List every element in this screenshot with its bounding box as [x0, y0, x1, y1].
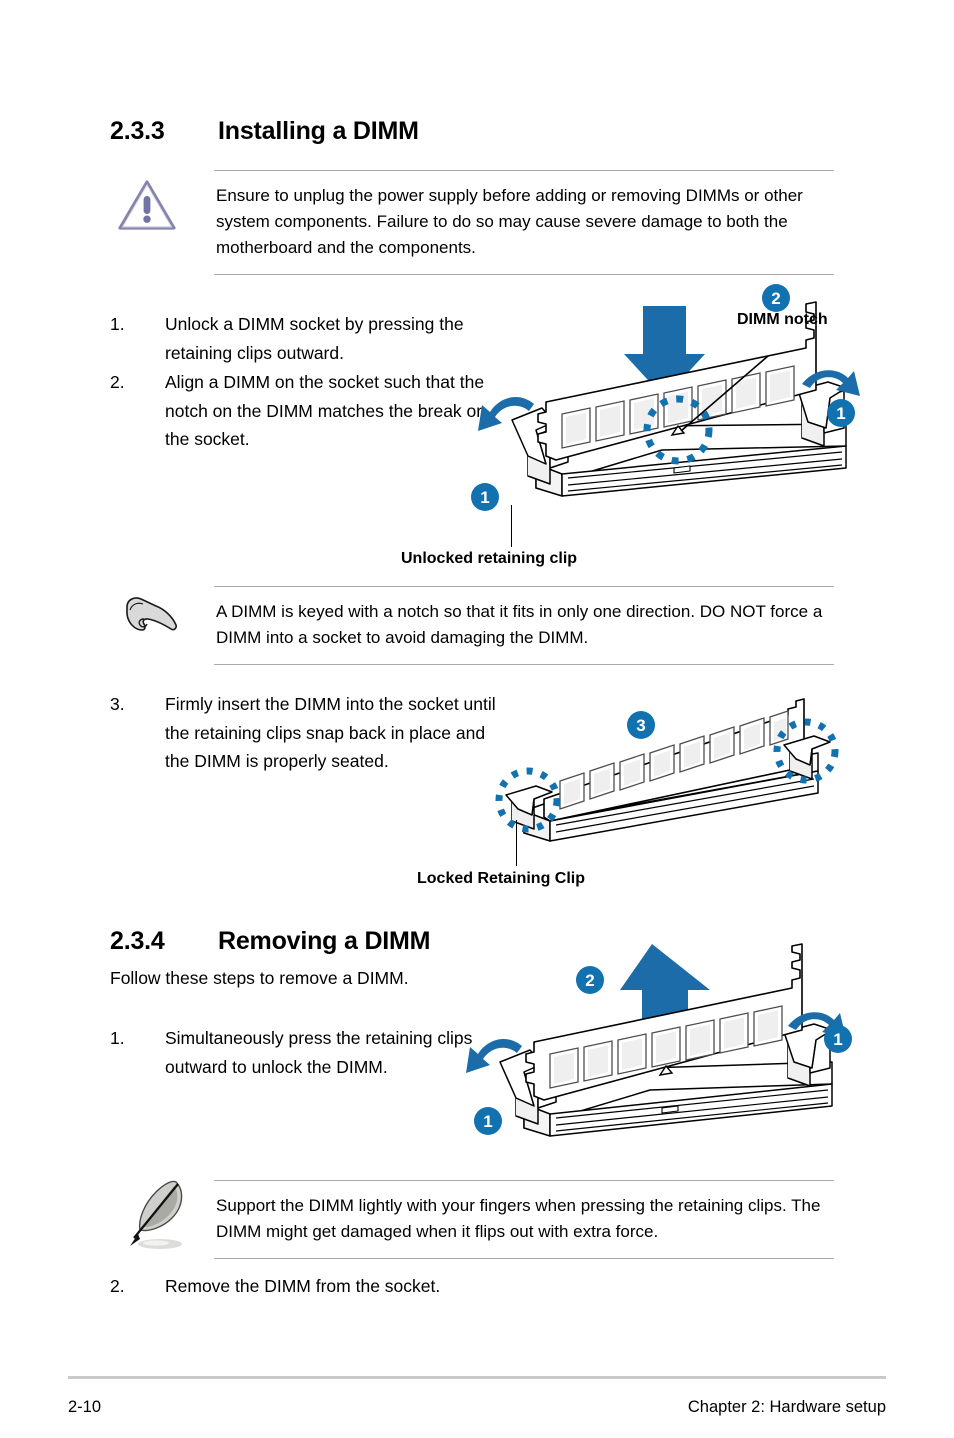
dimm-notch-label: DIMM notch	[737, 311, 828, 328]
keyed-note-text: A DIMM is keyed with a notch so that it …	[216, 602, 823, 647]
remove-step-2: 2. Remove the DIMM from the socket.	[110, 1272, 610, 1301]
step-text: Align a DIMM on the socket such that the…	[165, 372, 486, 449]
left-clip-highlight-circle	[495, 767, 561, 833]
step-text: Remove the DIMM from the socket.	[165, 1276, 441, 1296]
footer-page-number: 2-10	[68, 1398, 102, 1416]
figure-dimm-locked	[488, 695, 848, 870]
note-rule-bottom	[214, 274, 834, 275]
quill-pen-icon	[128, 1176, 192, 1259]
note-rule-top	[214, 1180, 834, 1181]
locked-retaining-clip-caption: Locked Retaining Clip	[417, 870, 586, 887]
section-heading-removing-dimm: 2.3.4 Removing a DIMM	[110, 927, 710, 956]
svg-text:2: 2	[585, 971, 594, 990]
svg-text:1: 1	[483, 1112, 492, 1131]
warning-triangle-icon	[116, 176, 178, 243]
figure-install-dimm-unlocked	[450, 278, 860, 533]
note-rule-top	[214, 170, 834, 171]
note-rule-top	[214, 586, 834, 587]
section-title: Removing a DIMM	[218, 927, 431, 955]
callout-badge-remove-1-left: 1	[473, 1106, 503, 1141]
callout-badge-remove-1-right: 1	[823, 1024, 853, 1059]
svg-text:1: 1	[833, 1030, 842, 1049]
right-locked-clip	[783, 735, 831, 780]
svg-text:3: 3	[636, 716, 645, 735]
remove-step-1: 1. Simultaneously press the retaining cl…	[110, 1024, 500, 1081]
step-index: 1.	[110, 1028, 125, 1048]
callout-badge-2: 2	[761, 283, 791, 318]
footer-divider	[68, 1376, 886, 1379]
right-clip-highlight-circle	[773, 718, 839, 784]
section-title: Installing a DIMM	[218, 117, 419, 145]
install-step-3: 3. Firmly insert the DIMM into the socke…	[110, 690, 500, 776]
left-clip-rotate-arrow	[466, 1039, 522, 1073]
svg-text:2: 2	[771, 289, 780, 308]
install-step-2: 2. Align a DIMM on the socket such that …	[110, 368, 490, 454]
notch-highlight-circle	[643, 395, 713, 465]
svg-text:1: 1	[480, 488, 489, 507]
support-note-box: Support the DIMM lightly with your finge…	[214, 1180, 834, 1259]
note-rule-bottom	[214, 664, 834, 665]
support-note-text: Support the DIMM lightly with your finge…	[216, 1196, 821, 1241]
step-index: 2.	[110, 372, 125, 392]
callout-badge-1-left: 1	[470, 482, 500, 517]
callout-badge-1-right: 1	[826, 398, 856, 433]
callout-badge-3: 3	[626, 710, 656, 745]
warning-note-text: Ensure to unplug the power supply before…	[216, 186, 803, 257]
step-text: Firmly insert the DIMM into the socket u…	[165, 694, 496, 771]
section-heading-installing-dimm: 2.3.3 Installing a DIMM	[110, 117, 710, 146]
install-step-1: 1. Unlock a DIMM socket by pressing the …	[110, 310, 490, 367]
pointing-hand-icon	[118, 592, 180, 649]
left-locked-clip	[505, 785, 553, 830]
right-clip-rotate-arrow	[802, 370, 860, 396]
warning-note-box: Ensure to unplug the power supply before…	[214, 170, 834, 275]
step-index: 1.	[110, 314, 125, 334]
section-number: 2.3.4	[110, 927, 165, 955]
note-rule-bottom	[214, 1258, 834, 1259]
dimm-notch-leader	[680, 355, 769, 432]
left-clip-rotate-arrow	[478, 397, 534, 431]
callout-badge-remove-2: 2	[575, 965, 605, 1000]
step-index: 3.	[110, 694, 125, 714]
right-retaining-clip	[797, 381, 847, 429]
footer-chapter-label: Chapter 2: Hardware setup	[687, 1398, 886, 1416]
unlocked-retaining-clip-caption: Unlocked retaining clip	[401, 550, 578, 567]
section-number: 2.3.3	[110, 117, 165, 145]
keyed-note-box: A DIMM is keyed with a notch so that it …	[214, 586, 834, 665]
step-index: 2.	[110, 1276, 125, 1296]
step-text: Unlock a DIMM socket by pressing the ret…	[165, 314, 464, 363]
locked-clip-leader	[516, 820, 518, 866]
step-text: Simultaneously press the retaining clips…	[165, 1028, 473, 1077]
unlocked-clip-leader	[511, 505, 513, 547]
right-retaining-clip-open	[783, 1023, 833, 1069]
figure-remove-dimm	[452, 932, 852, 1162]
svg-text:1: 1	[836, 404, 845, 423]
removing-intro-text: Follow these steps to remove a DIMM.	[110, 968, 409, 988]
